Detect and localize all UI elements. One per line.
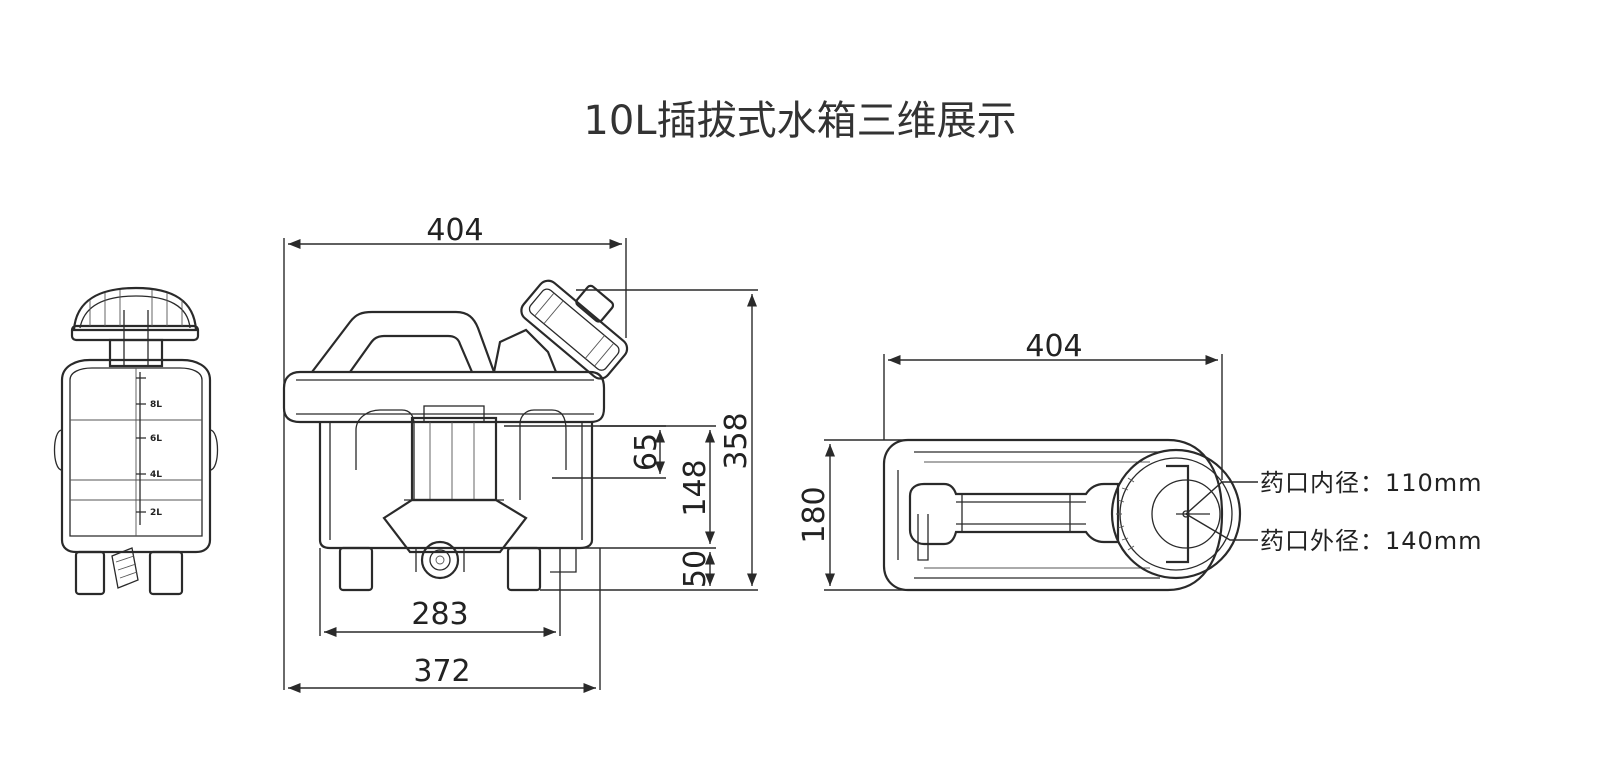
dim-148: 148 <box>678 459 713 516</box>
scale-mark-2l: 2L <box>150 508 162 518</box>
scale-mark-8l: 8L <box>150 400 162 410</box>
dim-top-depth: 180 <box>797 486 832 543</box>
top-view-dimensions: 404 180 药口内径：110mm 药口外径：140mm <box>797 329 1483 591</box>
callout-inner-diameter: 药口内径：110mm <box>1260 469 1483 497</box>
side-view: 8L 6L 4L 2L <box>53 286 219 596</box>
front-view <box>282 279 629 592</box>
page-title: 10L插拔式水箱三维展示 <box>583 98 1017 144</box>
top-view <box>882 438 1242 592</box>
dim-bottom-outer: 372 <box>413 654 470 689</box>
scale-mark-6l: 6L <box>150 434 162 444</box>
callout-outer-diameter: 药口外径：140mm <box>1260 527 1483 555</box>
dim-50: 50 <box>678 550 713 588</box>
dim-65: 65 <box>629 433 664 471</box>
dim-top-length: 404 <box>1025 329 1082 364</box>
dim-bottom-inner: 283 <box>411 597 468 632</box>
dim-total-height: 358 <box>719 412 754 469</box>
front-view-dimensions: 404 358 65 148 50 283 372 <box>283 213 758 694</box>
scale-mark-4l: 4L <box>150 470 162 480</box>
dim-top-width: 404 <box>426 213 483 248</box>
